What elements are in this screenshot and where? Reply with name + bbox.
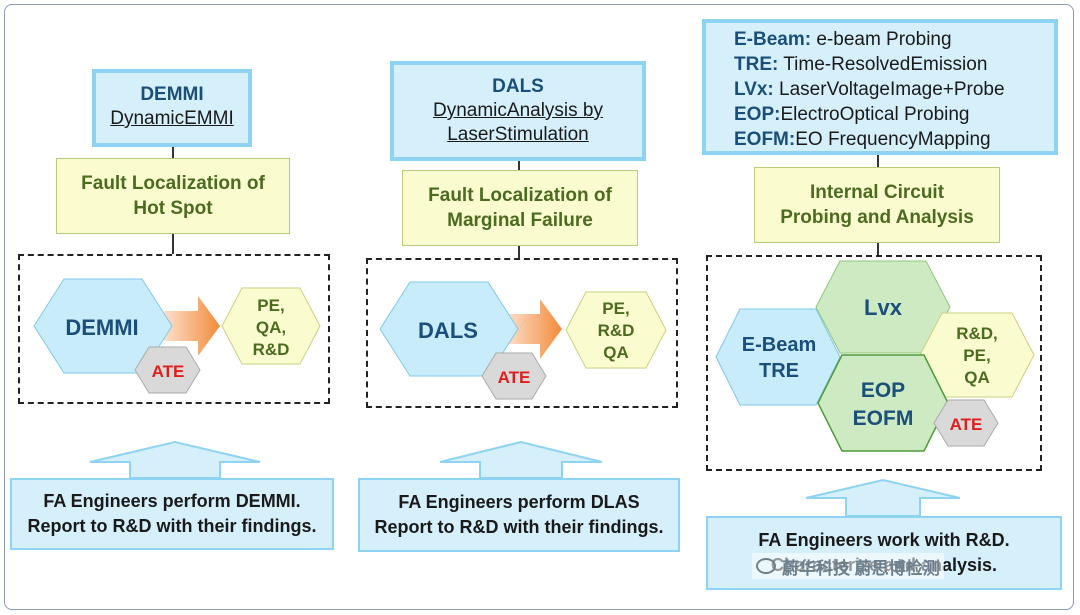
dals-title-box: DALS DynamicAnalysis by LaserStimulation	[390, 61, 646, 161]
demmi-title-box: DEMMI DynamicEMMI	[92, 69, 252, 147]
target-label-line2: QA,	[256, 318, 286, 337]
dals-flow-box	[366, 258, 678, 408]
dals-arrow	[506, 299, 562, 359]
probing-up-arrow	[805, 478, 961, 517]
demmi-purpose-line2: Hot Spot	[133, 198, 213, 219]
eop-label-line2: EOFM	[853, 407, 914, 430]
connector-line	[877, 243, 879, 255]
demmi-hex-label: DEMMI	[65, 315, 138, 340]
probing-flow-box	[706, 255, 1042, 471]
dals-purpose-box: Fault Localization of Marginal Failure	[402, 170, 638, 246]
ate-hexagon	[134, 346, 201, 394]
legend-line-ebeam: E-Beam: e-beam Probing	[734, 27, 1054, 52]
demmi-flow-box	[18, 254, 330, 404]
eop-hexagon	[817, 354, 949, 452]
target-label-line1: R&D,	[956, 324, 998, 343]
legend-value: EO FrequencyMapping	[795, 129, 991, 150]
legend-line-tre: TRE: Time-ResolvedEmission	[734, 52, 1054, 77]
connector-line	[172, 234, 174, 254]
legend-line-lvx: LVx: LaserVoltageImage+Probe	[734, 77, 1054, 102]
ebeam-label-line1: E-Beam	[742, 334, 816, 356]
target-hexagon	[221, 287, 321, 365]
demmi-up-arrow	[89, 440, 261, 479]
legend-value: Time-ResolvedEmission	[778, 54, 988, 75]
legend-key: LVx:	[734, 79, 774, 100]
eop-label-line1: EOP	[861, 379, 905, 402]
demmi-bottom-line2: Report to R&D with their findings.	[27, 516, 317, 536]
target-label-line1: PE,	[257, 296, 284, 315]
legend-key: TRE:	[734, 54, 779, 75]
lvx-hexagon	[815, 260, 951, 354]
lvx-label: Lvx	[864, 295, 903, 320]
demmi-subtitle: DynamicEMMI	[110, 108, 234, 129]
dals-purpose-line2: Marginal Failure	[447, 210, 593, 231]
target-label-line2: PE,	[963, 346, 990, 365]
target-label-line2: R&D	[598, 321, 635, 340]
legend-line-eop: EOP:ElectroOptical Probing	[734, 102, 1054, 127]
dals-hexagon	[379, 281, 519, 377]
dals-bottom-line1: FA Engineers perform DLAS	[398, 492, 640, 512]
ebeam-label-line2: TRE	[759, 360, 799, 382]
dals-hex-label: DALS	[418, 318, 478, 343]
watermark-text: 蔚华科技 蔚思博检测	[782, 558, 940, 578]
target-label-line3: QA	[964, 368, 990, 387]
dals-title: DALS	[492, 76, 544, 97]
demmi-title: DEMMI	[140, 84, 204, 105]
demmi-purpose-box: Fault Localization of Hot Spot	[56, 158, 290, 234]
connector-line	[518, 161, 520, 170]
dals-flow-graphic: DALS PE, R&D QA ATE	[379, 281, 667, 400]
probing-hex-cluster: Lvx R&D, PE, QA E-Beam TRE EOP EOFM ATE	[715, 260, 1035, 452]
dals-bottom-line2: Report to R&D with their findings.	[374, 517, 664, 537]
connector-line	[877, 155, 879, 167]
demmi-purpose-line1: Fault Localization of	[81, 173, 265, 194]
ebeam-hexagon	[715, 308, 841, 406]
target-label-line1: PE,	[602, 299, 629, 318]
probing-purpose-box: Internal Circuit Probing and Analysis	[754, 167, 1000, 243]
dals-subtitle-line2: LaserStimulation	[447, 124, 589, 145]
dals-subtitle-line1: DynamicAnalysis by	[433, 100, 603, 121]
legend-key: EOFM:	[734, 129, 796, 150]
legend-value: e-beam Probing	[811, 29, 952, 50]
legend-key: EOP:	[734, 104, 781, 125]
legend-key: E-Beam:	[734, 29, 812, 50]
ate-hexagon	[933, 399, 999, 447]
demmi-bottom-line1: FA Engineers perform DEMMI.	[43, 491, 301, 511]
demmi-arrow	[164, 296, 220, 356]
legend-value: ElectroOptical Probing	[780, 104, 970, 125]
target-label-line3: R&D	[253, 340, 290, 359]
target-hexagon	[565, 291, 667, 369]
demmi-hexagon	[33, 278, 173, 374]
wechat-icon	[756, 558, 776, 574]
legend-value: LaserVoltageImage+Probe	[773, 79, 1005, 100]
connector-line	[518, 246, 520, 258]
demmi-flow-graphic: DEMMI PE, QA, R&D ATE	[33, 278, 321, 394]
ate-label: ATE	[498, 368, 531, 387]
probing-purpose-line1: Internal Circuit	[809, 182, 945, 203]
dals-purpose-line1: Fault Localization of	[428, 185, 612, 206]
legend-line-eofm: EOFM:EO FrequencyMapping	[734, 127, 1054, 152]
target-label-line3: QA	[603, 343, 629, 362]
demmi-bottom-box: FA Engineers perform DEMMI. Report to R&…	[10, 478, 334, 550]
ate-hexagon	[481, 352, 547, 400]
ate-label: ATE	[152, 362, 185, 381]
probing-purpose-line2: Probing and Analysis	[780, 207, 974, 228]
probing-legend-box: E-Beam: e-beam Probing TRE: Time-Resolve…	[702, 19, 1058, 155]
ate-label: ATE	[950, 415, 983, 434]
connector-line	[172, 147, 174, 158]
dals-up-arrow	[439, 440, 603, 479]
probing-bottom-line1: FA Engineers work with R&D.	[758, 530, 1010, 550]
dals-bottom-box: FA Engineers perform DLAS Report to R&D …	[358, 478, 680, 552]
watermark: 蔚华科技 蔚思博检测	[752, 553, 944, 579]
